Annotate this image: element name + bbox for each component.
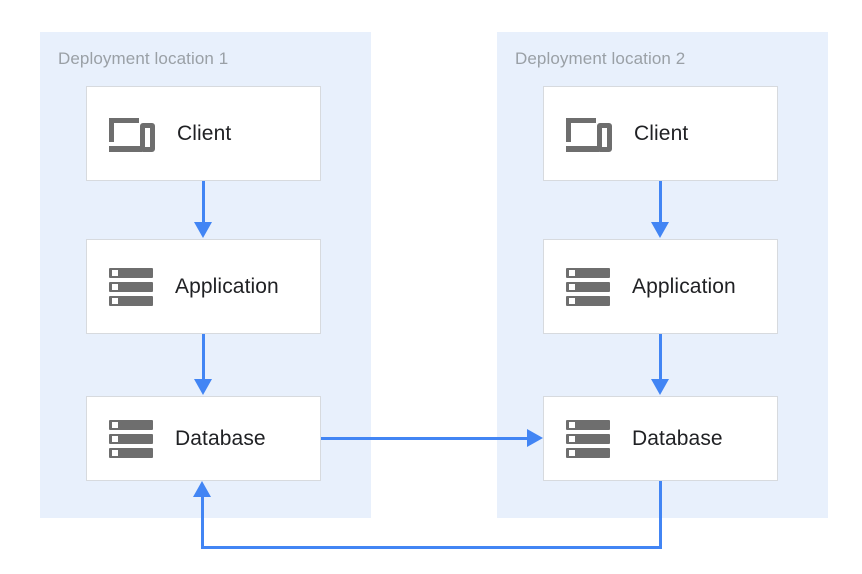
node-client-1[interactable]: Client bbox=[86, 86, 321, 181]
arrowhead-application-2-to-database-2 bbox=[651, 379, 669, 395]
arrowhead-application-1-to-database-1 bbox=[194, 379, 212, 395]
node-client-1-label: Client bbox=[177, 121, 232, 145]
server-icon bbox=[566, 267, 610, 306]
server-icon bbox=[566, 419, 610, 458]
server-icon bbox=[109, 419, 153, 458]
node-application-2-label: Application bbox=[632, 274, 736, 298]
connector-database-2-to-database-1-bottom-leg bbox=[201, 546, 662, 549]
node-database-1-label: Database bbox=[175, 426, 266, 450]
arrowhead-database-1-to-database-2 bbox=[527, 429, 543, 447]
node-database-1[interactable]: Database bbox=[86, 396, 321, 481]
arrowhead-database-2-to-database-1 bbox=[193, 481, 211, 497]
connector-client-1-to-application-1 bbox=[202, 181, 205, 225]
node-application-1[interactable]: Application bbox=[86, 239, 321, 334]
connector-database-1-up-leg bbox=[201, 497, 204, 547]
connector-client-2-to-application-2 bbox=[659, 181, 662, 225]
devices-icon bbox=[109, 116, 155, 152]
connector-application-1-to-database-1 bbox=[202, 334, 205, 381]
node-database-2[interactable]: Database bbox=[543, 396, 778, 481]
node-client-2-label: Client bbox=[634, 121, 689, 145]
node-client-2[interactable]: Client bbox=[543, 86, 778, 181]
node-application-1-label: Application bbox=[175, 274, 279, 298]
connector-database-1-to-database-2 bbox=[321, 437, 529, 440]
zone-1-label: Deployment location 1 bbox=[58, 49, 229, 68]
node-application-2[interactable]: Application bbox=[543, 239, 778, 334]
connector-application-2-to-database-2 bbox=[659, 334, 662, 381]
devices-icon bbox=[566, 116, 612, 152]
arrowhead-client-2-to-application-2 bbox=[651, 222, 669, 238]
server-icon bbox=[109, 267, 153, 306]
connector-database-2-down-leg bbox=[659, 481, 662, 549]
zone-2-label: Deployment location 2 bbox=[515, 49, 686, 68]
arrowhead-client-1-to-application-1 bbox=[194, 222, 212, 238]
node-database-2-label: Database bbox=[632, 426, 723, 450]
